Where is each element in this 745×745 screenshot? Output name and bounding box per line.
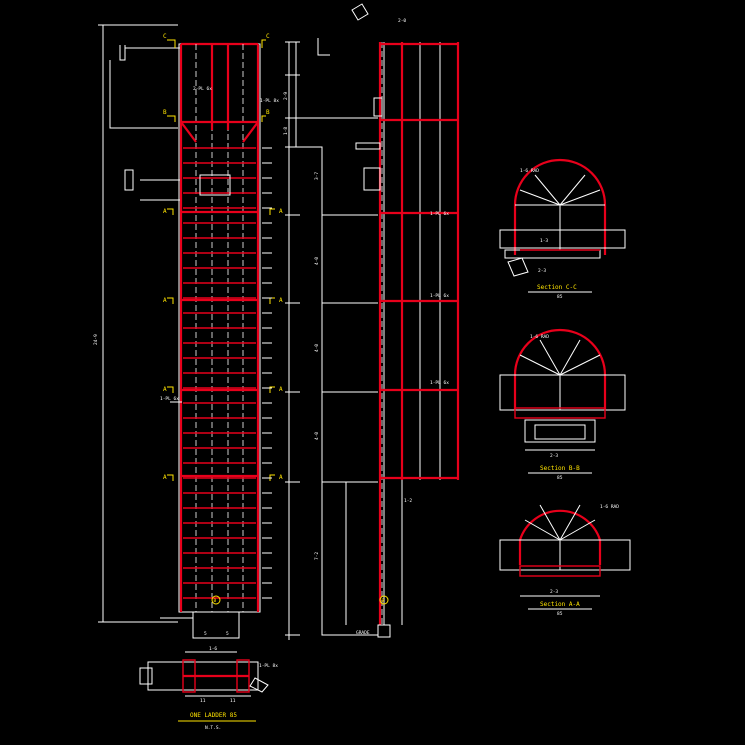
svg-text:2-0: 2-0 [398,18,406,24]
section-marker-a: A A A A A A A A [163,208,283,481]
svg-text:1-6 RAD: 1-6 RAD [520,168,539,174]
svg-text:85: 85 [557,611,563,617]
svg-text:A: A [279,297,283,304]
ladder-plan-detail: 1-6 11 11 1-PL 8x ONE LADDER 85 N.T.S. [139,646,278,731]
section-c-title: Section C-C [537,284,577,291]
svg-text:11: 11 [200,698,206,704]
drawing-title: ONE LADDER 85 [190,712,237,719]
svg-text:2-3: 2-3 [550,453,558,459]
svg-text:85: 85 [557,294,563,300]
svg-text:1-PL 6x: 1-PL 6x [430,380,449,386]
base-dim-b: 5 [226,631,229,637]
svg-text:A: A [279,474,283,481]
svg-text:11: 11 [230,698,236,704]
svg-text:4-0: 4-0 [314,344,320,352]
svg-text:C: C [163,33,167,40]
svg-text:A: A [279,208,283,215]
callout-circle [211,595,221,605]
svg-text:4-0: 4-0 [314,257,320,265]
svg-text:B: B [382,598,385,604]
svg-text:B: B [266,109,270,116]
section-marker-b: B B [163,109,270,122]
base-dim-a: 5 [204,631,207,637]
svg-text:C: C [266,33,270,40]
svg-text:1-8: 1-8 [283,127,289,135]
svg-text:7-2: 7-2 [314,552,320,560]
ladder-front-view: 24-9 C C [93,24,283,639]
plan-label-tie: 1-PL 8x [260,98,279,104]
svg-text:A: A [163,474,167,481]
svg-text:2-3: 2-3 [538,268,546,274]
section-a-a: 2-3 1-6 RAD Section A-A 85 [499,504,631,617]
svg-text:2-3: 2-3 [550,589,558,595]
svg-text:2-9: 2-9 [283,92,289,100]
svg-text:3-7: 3-7 [314,172,320,180]
ladder-rungs [183,147,256,599]
svg-text:GRADE: GRADE [356,630,370,636]
svg-text:1-6 RAD: 1-6 RAD [530,334,549,340]
svg-text:1-6 RAD: 1-6 RAD [600,504,619,510]
svg-text:1-2: 1-2 [404,498,412,504]
svg-text:A: A [163,208,167,215]
drawing-scale: N.T.S. [205,725,221,731]
section-marker-c: C C [163,33,270,48]
section-a-title: Section A-A [540,601,580,608]
plan-label-top: 2-PL 6x [193,86,212,92]
section-b-title: Section B-B [540,465,580,472]
svg-text:B: B [163,109,167,116]
svg-text:1-6: 1-6 [209,646,217,652]
svg-text:A: A [279,386,283,393]
ladder-side-elevation: 2-9 1-8 3-7 4-0 4-0 4-0 7-2 2-0 [283,3,460,640]
svg-text:1-3: 1-3 [540,238,548,244]
svg-text:1-PL 6x: 1-PL 6x [430,211,449,217]
section-c-c: 1-3 2-3 1-6 RAD Section C-C 85 [499,158,626,300]
svg-text:4-0: 4-0 [314,432,320,440]
section-b-b: 2-3 1-6 RAD Section B-B 85 [499,328,626,481]
svg-text:1-PL 8x: 1-PL 8x [259,663,278,669]
spacing-dimensions [262,147,272,599]
svg-text:1-PL 6x: 1-PL 6x [430,293,449,299]
svg-text:B: B [214,598,217,604]
svg-text:85: 85 [557,475,563,481]
svg-text:A: A [163,297,167,304]
svg-text:A: A [163,386,167,393]
plan-label-left: 1-PL 6x [160,396,179,402]
overall-height-label: 24-9 [93,334,99,345]
